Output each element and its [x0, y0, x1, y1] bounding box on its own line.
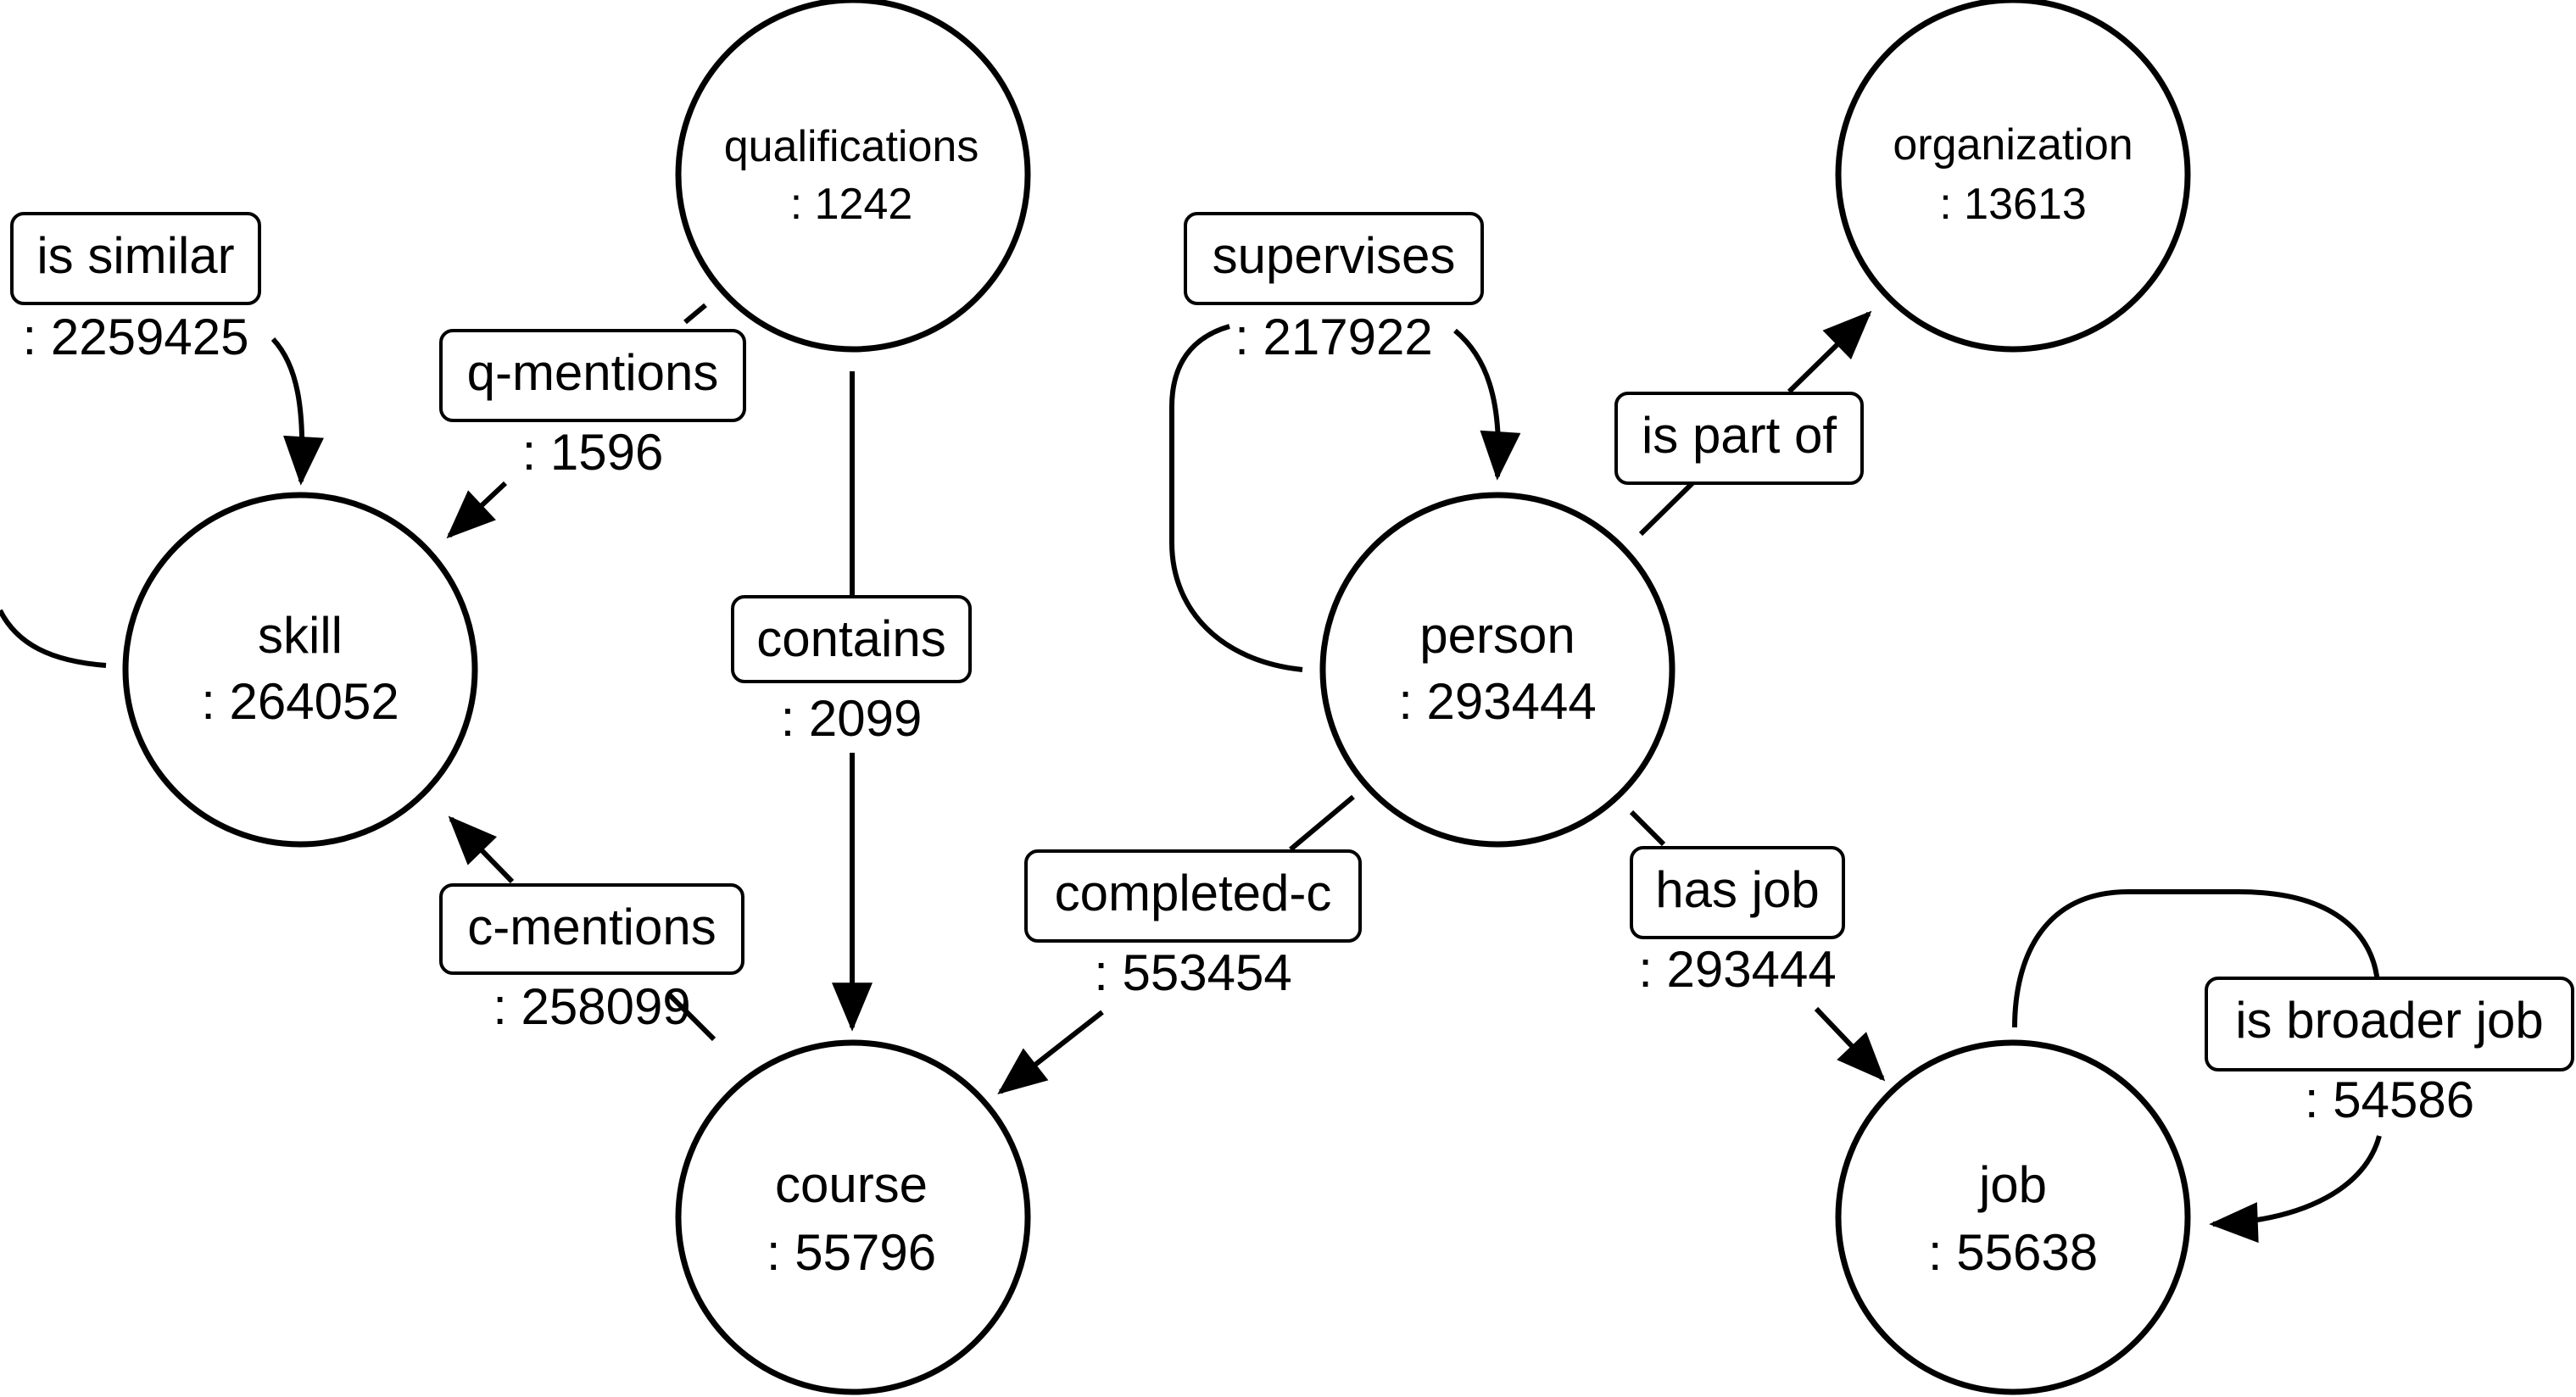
node-circle-job: [1835, 1039, 2191, 1395]
edge-labels: is similar : 2259425 q-mentions : 1596 c…: [10, 212, 2574, 1128]
edge-c-mentions-bottom: [667, 993, 716, 1042]
edge-count-has-job: : 293444: [1638, 941, 1837, 998]
node-count-course: : 55796: [767, 1224, 936, 1281]
node-count-qualifications: : 1242: [790, 180, 913, 229]
node-course[interactable]: course : 55796: [675, 1039, 1031, 1395]
edge-label-is-part-of: is part of: [1642, 407, 1837, 464]
edge-count-completed-c: : 553454: [1094, 944, 1292, 1001]
node-circle-skill: [122, 492, 478, 848]
edge-label-c-mentions: c-mentions: [467, 899, 716, 955]
edge-label-supervises: supervises: [1213, 227, 1456, 284]
edge-is-similar-head: [270, 337, 324, 486]
node-name-qualifications: qualifications: [724, 122, 979, 171]
edge-label-box-completed-c: [1024, 849, 1362, 943]
node-name-person: person: [1419, 607, 1575, 664]
node-count-skill: : 264052: [201, 673, 399, 730]
edge-label-box-supervises: [1184, 212, 1484, 305]
node-circle-qualifications: [675, 0, 1031, 353]
edge-count-c-mentions: : 258099: [493, 978, 691, 1035]
edge-is-broader-job-loop: [2012, 889, 2380, 1028]
edge-completed-c-bottom: [997, 1010, 1104, 1094]
node-circle-course: [675, 1039, 1031, 1395]
edge-is-part-of-top: [1787, 310, 1872, 394]
edge-label-is-similar: is similar: [36, 227, 234, 284]
edge-label-box-q-mentions: [439, 329, 746, 422]
edge-count-supervises: : 217922: [1235, 309, 1433, 365]
node-name-course: course: [775, 1156, 928, 1213]
node-organization[interactable]: organization : 13613: [1835, 0, 2191, 353]
edge-label-box-is-similar: [10, 212, 261, 305]
edge-label-box-contains: [731, 595, 972, 683]
edge-is-similar-tail: [0, 609, 107, 668]
edge-label-box-is-part-of: [1614, 392, 1864, 485]
edge-c-mentions-top: [448, 815, 515, 884]
edge-has-job-top: [1629, 810, 1666, 847]
node-circle-organization: [1835, 0, 2191, 353]
edge-label-has-job: has job: [1655, 861, 1819, 918]
edge-label-box-is-broader-job: [2205, 977, 2574, 1071]
edge-count-contains: : 2099: [781, 690, 923, 747]
node-qualifications[interactable]: qualifications : 1242: [675, 0, 1031, 353]
edge-count-is-broader-job: : 54586: [2305, 1071, 2474, 1128]
edge-label-contains: contains: [756, 610, 945, 667]
node-count-job: : 55638: [1928, 1224, 2098, 1281]
edge-completed-c-top: [1289, 794, 1355, 852]
edge-label-completed-c: completed-c: [1055, 865, 1332, 921]
node-name-job: job: [1977, 1156, 2047, 1213]
node-skill[interactable]: skill : 264052: [122, 492, 478, 848]
edge-supervises-loop: [1169, 324, 1303, 672]
edge-label-box-c-mentions: [439, 883, 744, 975]
edge-q-mentions-top: [683, 303, 707, 325]
node-job[interactable]: job : 55638: [1835, 1039, 2191, 1395]
node-count-person: : 293444: [1398, 673, 1597, 730]
node-name-organization: organization: [1893, 120, 2133, 170]
node-count-organization: : 13613: [1939, 180, 2087, 229]
edge-count-q-mentions: : 1596: [522, 424, 664, 481]
edge-is-part-of-bottom: [1638, 479, 1697, 537]
edge-q-mentions-bottom: [446, 481, 508, 539]
edge-supervises-head: [1453, 328, 1521, 481]
node-person[interactable]: person : 293444: [1319, 492, 1676, 848]
edge-has-job-bottom: [1814, 1006, 1886, 1082]
edge-count-is-similar: : 2259425: [23, 309, 249, 365]
nodes: qualifications : 1242 organization : 136…: [122, 0, 2191, 1395]
edges: [0, 303, 2382, 1244]
node-name-skill: skill: [258, 607, 343, 664]
edge-label-q-mentions: q-mentions: [467, 344, 719, 401]
edge-is-broader-job-head: [2209, 1135, 2382, 1244]
node-circle-person: [1319, 492, 1676, 848]
edge-label-is-broader-job: is broader job: [2235, 992, 2544, 1049]
edge-label-box-has-job: [1630, 846, 1845, 939]
